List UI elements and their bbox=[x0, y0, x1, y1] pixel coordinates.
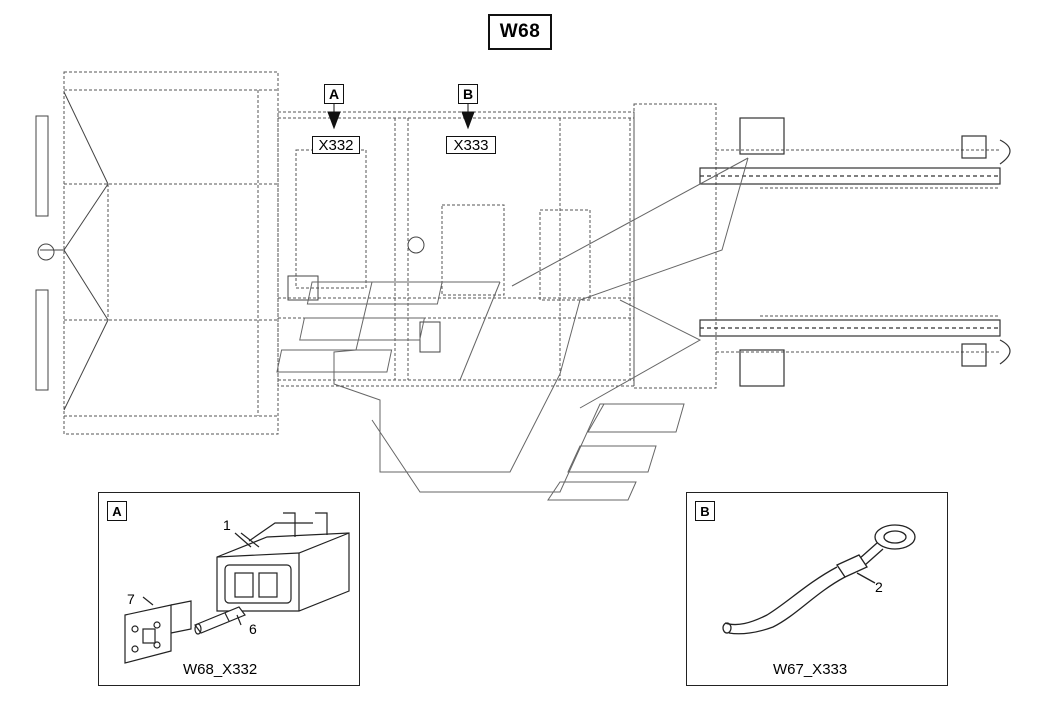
detail-caption-a: W68_X332 bbox=[183, 661, 258, 678]
ring-terminal-drawing bbox=[722, 524, 916, 635]
crawler-tracks bbox=[699, 117, 1011, 387]
callout-letter-b: B bbox=[458, 84, 478, 104]
detail-letter-b: B bbox=[695, 501, 715, 521]
part-number-1: 1 bbox=[223, 517, 231, 533]
detail-panel-b: B 2 W67_X333 bbox=[686, 492, 948, 686]
detail-caption-b: W67_X333 bbox=[773, 661, 848, 678]
detail-letter-a: A bbox=[107, 501, 127, 521]
connector-label-x332: X332 bbox=[312, 136, 360, 154]
connector-label-x333: X333 bbox=[446, 136, 496, 154]
connector-housing-drawing bbox=[124, 512, 350, 664]
part-number-7: 7 bbox=[127, 591, 135, 607]
diagram-title: W68 bbox=[488, 14, 552, 50]
front-funnel bbox=[35, 91, 109, 411]
callout-letter-a: A bbox=[324, 84, 344, 104]
exploded-wedge bbox=[276, 157, 749, 501]
part-number-6: 6 bbox=[249, 621, 257, 637]
part-number-2: 2 bbox=[875, 579, 883, 595]
front-frame bbox=[63, 71, 279, 435]
mid-frame bbox=[277, 111, 635, 387]
rear-frame bbox=[633, 103, 1000, 389]
detail-panel-a: A bbox=[98, 492, 360, 686]
callout-arrows bbox=[327, 104, 475, 130]
mid-components bbox=[287, 236, 441, 353]
